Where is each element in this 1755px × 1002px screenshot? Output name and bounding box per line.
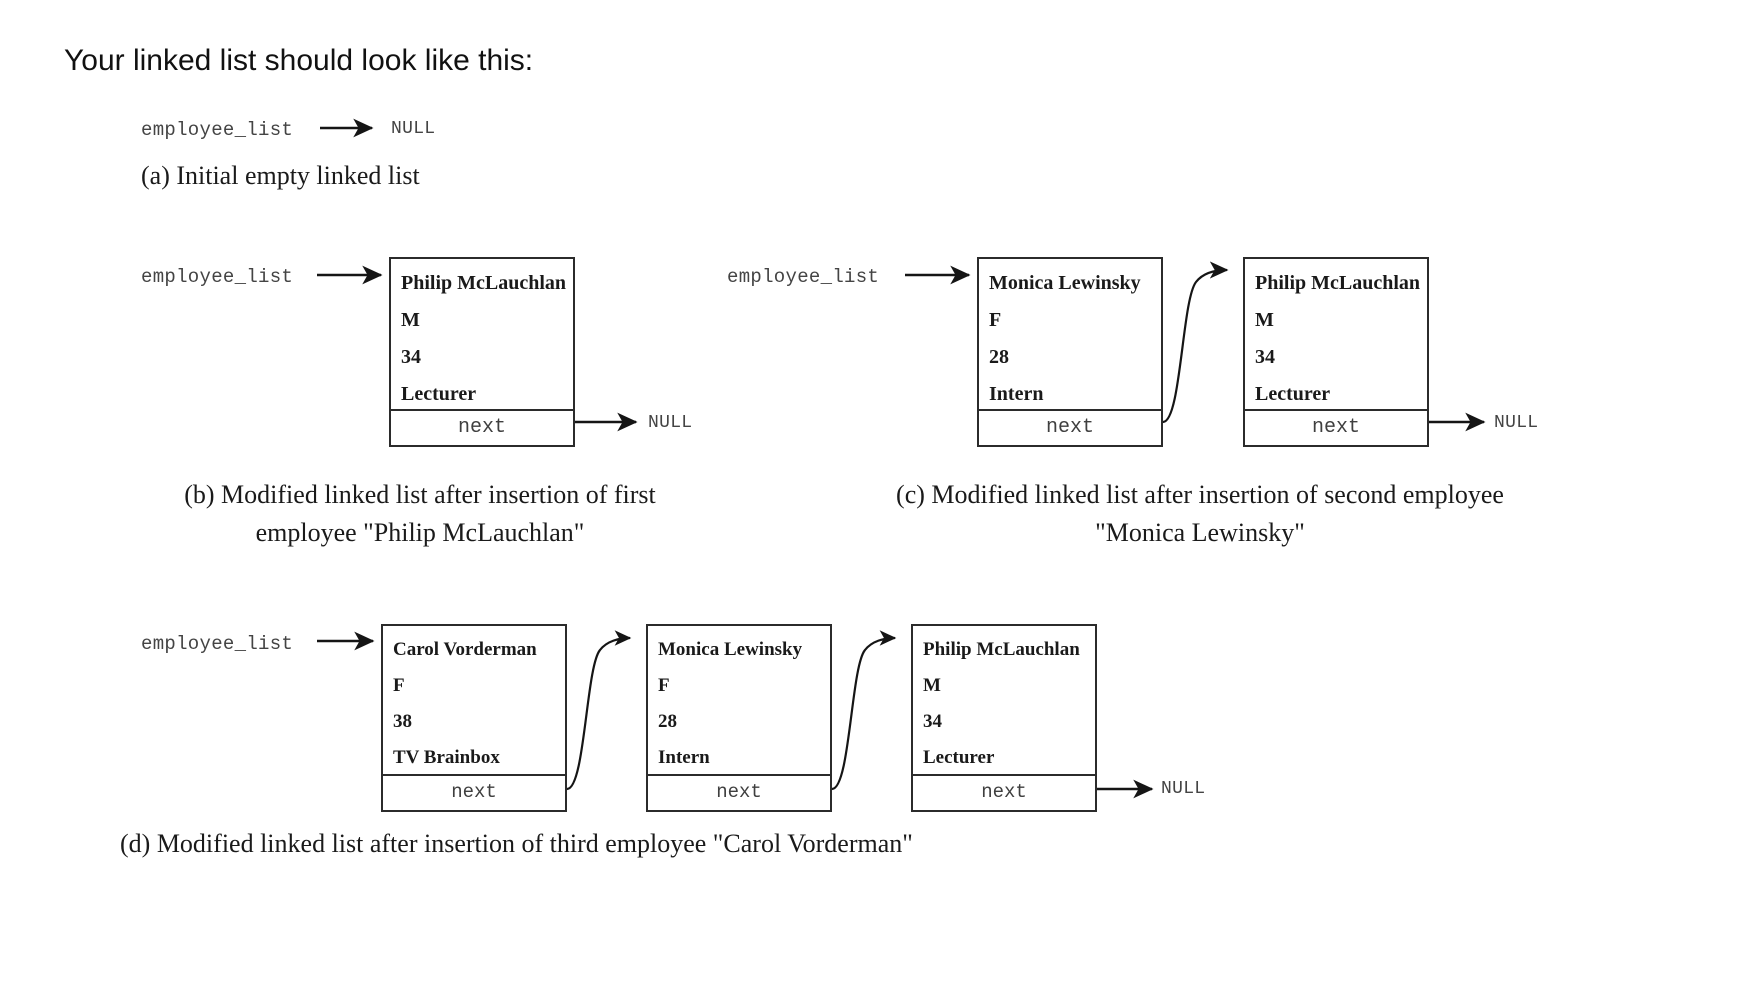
curve-d-monica-to-philip	[831, 630, 897, 791]
null-label-c: NULL	[1494, 413, 1539, 433]
caption-c-line1: (c) Modified linked list after insertion…	[896, 480, 1504, 509]
field-gender: M	[1255, 309, 1274, 331]
pointer-label-a: employee_list	[141, 119, 294, 141]
field-age: 38	[393, 711, 412, 732]
node-fields: Philip McLauchlan M 34 Lecturer	[913, 626, 1095, 774]
caption-c-line2: "Monica Lewinsky"	[1095, 518, 1305, 547]
pointer-label-b: employee_list	[141, 266, 294, 288]
field-gender: F	[658, 675, 670, 696]
null-label-b: NULL	[648, 413, 693, 433]
node-carol-d: Carol Vorderman F 38 TV Brainbox next	[381, 624, 567, 812]
caption-a: (a) Initial empty linked list	[141, 161, 420, 190]
null-label-d: NULL	[1161, 779, 1206, 799]
node-fields: Philip McLauchlan M 34 Lecturer	[1245, 259, 1427, 409]
field-role: Lecturer	[923, 747, 995, 768]
pointer-label-c: employee_list	[727, 266, 880, 288]
field-name: Monica Lewinsky	[989, 272, 1141, 294]
field-gender: F	[393, 675, 405, 696]
node-philip-c: Philip McLauchlan M 34 Lecturer next	[1243, 257, 1429, 447]
field-name: Philip McLauchlan	[1255, 272, 1421, 294]
field-next: next	[1245, 409, 1427, 445]
curve-d-carol-to-monica	[566, 630, 632, 791]
field-gender: M	[923, 675, 941, 696]
field-next: next	[648, 774, 830, 810]
node-fields: Monica Lewinsky F 28 Intern	[979, 259, 1161, 409]
intro-text: Your linked list should look like this:	[64, 44, 534, 77]
pointer-label-d: employee_list	[141, 633, 294, 655]
field-gender: F	[989, 309, 1002, 331]
field-gender: M	[401, 309, 420, 331]
field-next: next	[979, 409, 1161, 445]
field-role: Intern	[658, 747, 710, 768]
field-role: Intern	[989, 383, 1044, 405]
field-age: 34	[401, 346, 421, 368]
field-age: 34	[1255, 346, 1275, 368]
field-age: 28	[658, 711, 677, 732]
curve-c-monica-to-philip	[1162, 261, 1229, 424]
node-monica-d: Monica Lewinsky F 28 Intern next	[646, 624, 832, 812]
node-fields: Carol Vorderman F 38 TV Brainbox	[383, 626, 565, 774]
caption-b-line2: employee "Philip McLauchlan"	[255, 518, 585, 547]
node-philip-b: Philip McLauchlan M 34 Lecturer next	[389, 257, 575, 447]
caption-b-line1: (b) Modified linked list after insertion…	[184, 480, 656, 509]
field-role: TV Brainbox	[393, 747, 500, 768]
field-next: next	[913, 774, 1095, 810]
field-name: Monica Lewinsky	[658, 639, 803, 660]
node-fields: Philip McLauchlan M 34 Lecturer	[391, 259, 573, 409]
field-next: next	[383, 774, 565, 810]
null-label-a: NULL	[391, 119, 436, 139]
field-role: Lecturer	[1255, 383, 1331, 405]
field-age: 34	[923, 711, 942, 732]
node-fields: Monica Lewinsky F 28 Intern	[648, 626, 830, 774]
node-philip-d: Philip McLauchlan M 34 Lecturer next	[911, 624, 1097, 812]
field-name: Philip McLauchlan	[401, 272, 567, 294]
field-role: Lecturer	[401, 383, 477, 405]
field-next: next	[391, 409, 573, 445]
field-age: 28	[989, 346, 1009, 368]
caption-d: (d) Modified linked list after insertion…	[120, 829, 913, 858]
field-name: Carol Vorderman	[393, 639, 537, 660]
node-monica-c: Monica Lewinsky F 28 Intern next	[977, 257, 1163, 447]
field-name: Philip McLauchlan	[923, 639, 1080, 660]
